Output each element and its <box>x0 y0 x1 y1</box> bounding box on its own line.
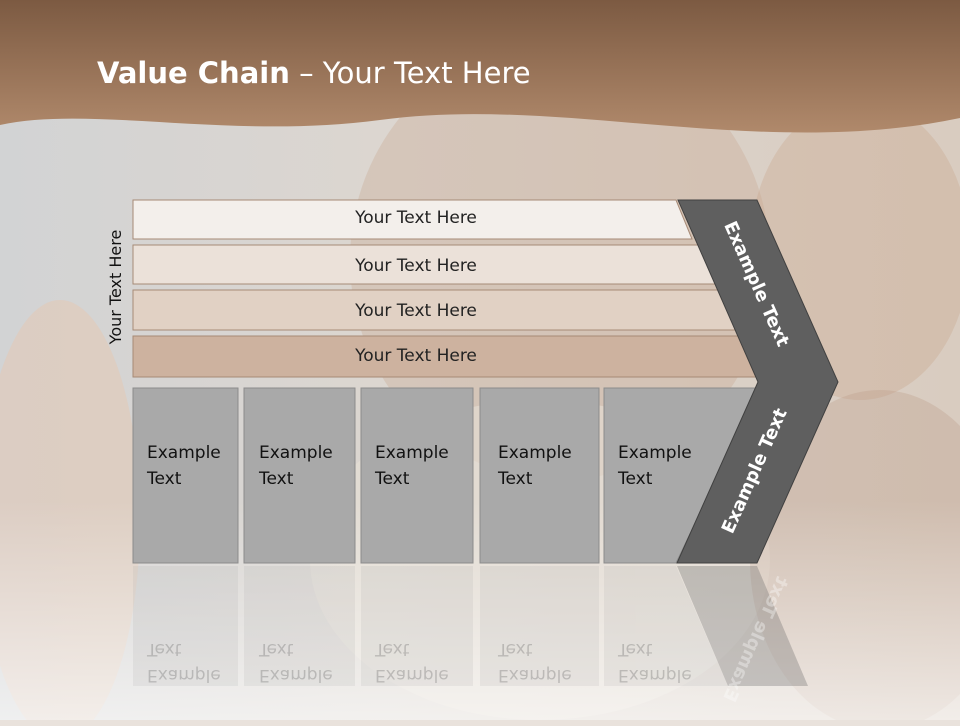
chevron-reflection <box>677 566 808 686</box>
column-4 <box>479 387 600 564</box>
band-1 <box>132 199 693 240</box>
column-1 <box>132 387 239 564</box>
title-rest: – Your Text Here <box>289 56 531 90</box>
band-1-label: Your Text Here <box>355 208 477 228</box>
page-title: Value Chain – Your Text Here <box>97 56 531 90</box>
band-2-label: Your Text Here <box>355 256 477 276</box>
chevron-arrow <box>676 199 839 564</box>
diagram-reflection <box>133 566 728 686</box>
column-5 <box>603 387 761 564</box>
title-bold: Value Chain <box>97 56 290 90</box>
band-4-label: Your Text Here <box>355 346 477 366</box>
column-3 <box>360 387 474 564</box>
band-3-label: Your Text Here <box>355 301 477 321</box>
column-2 <box>243 387 356 564</box>
